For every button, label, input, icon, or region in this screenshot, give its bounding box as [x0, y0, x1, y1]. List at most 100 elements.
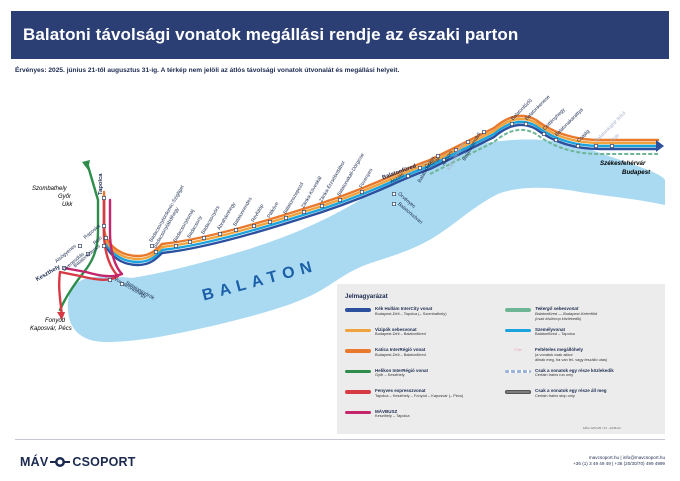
- legend-swatch-icon: Füle: [514, 347, 522, 352]
- station-marker: [104, 236, 108, 240]
- station-marker: [102, 196, 106, 200]
- legend-item-note: Certain trains run only: [535, 372, 574, 378]
- legend-swatch-icon: [345, 308, 371, 312]
- route-line-trunk: [102, 117, 660, 261]
- validity-note: Érvényes: 2025. június 21-től augusztus …: [15, 67, 400, 74]
- legend-item-note: Balatonfüred – Tapolca: [535, 331, 575, 337]
- legend-swatch-icon: [345, 369, 371, 374]
- destination-ukk: Ukk: [62, 202, 73, 208]
- station-marker: [218, 232, 222, 236]
- legend-item-name: Fenyves expresszvonat: [375, 388, 426, 393]
- contact-web[interactable]: mavcsoport.hu | info@mavcsoport.hu: [588, 455, 665, 460]
- legend-item-note: Keszthely – Tapolca: [375, 413, 410, 419]
- legend-item-note: (a vonatok csak akkor állnak meg, ha van…: [535, 351, 608, 362]
- logo-mark-icon: [50, 457, 71, 467]
- destination-fonyod: Fonyód: [45, 318, 66, 324]
- logo-text-left: MÁV: [20, 455, 49, 469]
- station-marker: [554, 138, 558, 142]
- station-marker: [338, 198, 342, 202]
- station-marker: [234, 228, 238, 232]
- legend-swatch-icon: [505, 369, 531, 374]
- contact-phone: +36 (1) 3 49 49 49 | +36 (20/30/70) 499 …: [573, 461, 665, 467]
- destination-szekesfehervar: Székesfehérvár: [600, 160, 646, 167]
- station-label: Rezi: [92, 235, 104, 246]
- arrow-east-icon: [656, 140, 664, 152]
- legend-swatch-icon: [345, 410, 371, 415]
- station-marker: [150, 244, 154, 248]
- station-marker: [252, 224, 256, 228]
- station-marker: [360, 190, 364, 194]
- station-marker: [542, 132, 546, 136]
- legend-item-name: Csak a vonatok egy része áll meg: [535, 388, 607, 393]
- station-marker: [610, 144, 614, 148]
- legend-item-name: Tekergő sebesvonat: [535, 306, 579, 311]
- legend-item-name: Feltételes megállóhely: [535, 347, 584, 352]
- station-marker: [86, 252, 90, 256]
- legend-item-note: Győr – Keszthely: [375, 372, 405, 378]
- legend-swatch-icon: [505, 328, 531, 333]
- legend-swatch-icon: [505, 390, 531, 394]
- station-marker: [594, 144, 598, 148]
- legend-item-name: Katica InterRégió vonat: [375, 347, 426, 352]
- station-label: Ábrahámhegy: [215, 201, 237, 232]
- legend-item: Füle Feltételes megállóhely(a vonatok csa…: [505, 347, 663, 368]
- station-marker: [482, 130, 486, 134]
- station-marker: [108, 278, 112, 282]
- station-marker: [154, 250, 158, 254]
- station-marker: [302, 210, 306, 214]
- route-line-mavbusz: [62, 198, 124, 278]
- station-marker: [442, 158, 446, 162]
- station-marker: [78, 244, 82, 248]
- station-marker: [188, 240, 192, 244]
- station-marker: [418, 166, 422, 170]
- legend-item-name: Kék Hullám InterCity vonat: [375, 306, 433, 311]
- station-marker: [320, 204, 324, 208]
- legend-item-note: Balatonfüred — Budapest-Kelenföld (csak …: [535, 310, 598, 321]
- legend-title: Jelmagyarázat: [345, 293, 388, 300]
- station-label: Keszthely: [35, 264, 62, 283]
- arrow-southwest-icon: [57, 312, 65, 320]
- station-marker: [392, 192, 396, 196]
- legend-item-note: Budapest-Déli – Tapolca (– Szombathely): [375, 310, 447, 316]
- footer-divider: [15, 439, 665, 440]
- destination-szombathely: Szombathely: [32, 186, 68, 192]
- legend-item-note: Tapolca – Keszthely – Fonyód – Kaposvár …: [375, 392, 464, 398]
- route-line-tekergo: [429, 128, 658, 175]
- legend-item-name: Csak a vonatok egy része közlekedik: [535, 367, 614, 373]
- legend-swatch-icon: [505, 308, 531, 312]
- station-marker: [174, 244, 178, 248]
- station-marker: [436, 154, 440, 158]
- station-label: Badacsonyörs: [200, 205, 221, 236]
- station-marker: [102, 224, 106, 228]
- station-label: Tapolca: [98, 173, 104, 195]
- map-code: MÁV-120/125 / 21 - 2048 A3: [583, 426, 621, 430]
- station-marker: [510, 122, 514, 126]
- page-header: Balatoni távolsági vonatok megállási ren…: [11, 11, 669, 59]
- station-marker: [392, 202, 396, 206]
- page-title: Balatoni távolsági vonatok megállási ren…: [23, 25, 519, 44]
- legend-item-name: Vizipók sebesvonat: [375, 326, 417, 332]
- station-label: Füle: [610, 133, 621, 144]
- station-marker: [454, 148, 458, 152]
- destination-southwest: Fonyód Kaposvár, Pécs: [30, 318, 72, 332]
- route-line-fenyves: [57, 198, 120, 318]
- destination-budapest: Budapest: [622, 169, 651, 176]
- legend-item-note: Budapest-Déli – Balatonfüred: [375, 351, 426, 357]
- legend-item-note: Certain trains stop only: [535, 392, 575, 398]
- station-marker: [62, 266, 66, 270]
- legend-panel: Jelmagyarázat Kék Hullám InterCity vonat…: [337, 284, 665, 434]
- lake-balaton: [67, 139, 665, 342]
- arrow-northwest-icon: [82, 160, 90, 170]
- station-marker: [524, 122, 528, 126]
- legend-item-name: Helikon InterRégió vonat: [375, 367, 429, 373]
